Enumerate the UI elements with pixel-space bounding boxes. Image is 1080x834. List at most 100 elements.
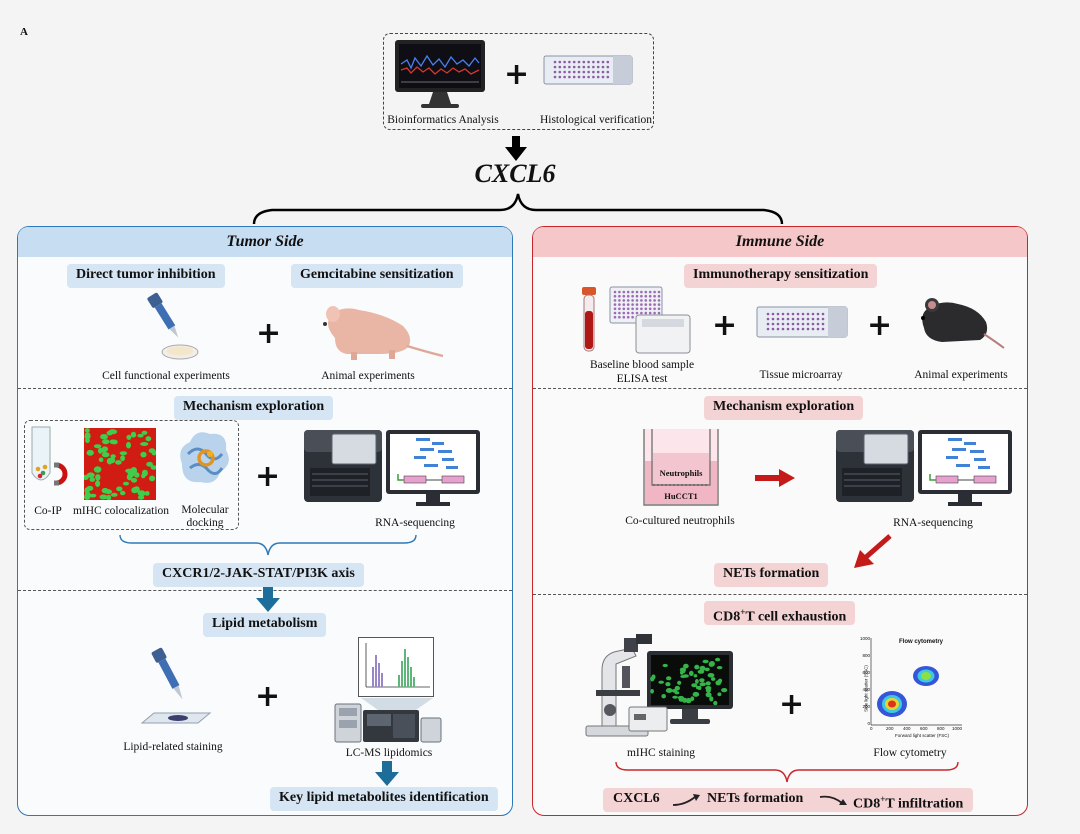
- cell-nucleus: [111, 439, 118, 445]
- array-dot: [582, 75, 586, 79]
- array-dot: [601, 75, 605, 79]
- array-dot: [806, 327, 810, 331]
- array-dot: [776, 317, 780, 321]
- array-dot: [635, 299, 639, 302]
- array-dot: [606, 65, 610, 69]
- array-dot: [801, 322, 805, 326]
- flow-xtick: 200: [886, 726, 894, 731]
- array-dot: [558, 60, 562, 64]
- array-dot: [801, 327, 805, 331]
- tumor-direct-pill: Direct tumor inhibition: [67, 264, 225, 288]
- cell-nucleus: [146, 461, 153, 467]
- flow-xtick: 600: [920, 726, 928, 731]
- array-dot: [806, 317, 810, 321]
- immune-brace: [615, 761, 959, 783]
- array-dot: [558, 70, 562, 74]
- cell-nucleus: [84, 432, 91, 439]
- key-lipid-pill: Key lipid metabolites identification: [270, 787, 498, 811]
- cell-nucleus: [650, 689, 654, 694]
- cell-nucleus: [665, 688, 673, 693]
- tumor-methods-box: [24, 420, 239, 530]
- cell-nucleus: [102, 439, 110, 445]
- array-dot: [626, 311, 630, 315]
- array-dot: [626, 290, 630, 294]
- cell-nucleus: [119, 451, 128, 456]
- lipid-staining-icon: [140, 647, 212, 724]
- array-dot: [568, 75, 571, 79]
- cell-nucleus: [140, 442, 149, 446]
- summary-cd8-rest: T infiltration: [885, 796, 964, 812]
- array-dot: [806, 312, 810, 316]
- cell-nucleus: [715, 680, 722, 686]
- cell-nucleus: [131, 487, 138, 494]
- array-dot: [582, 65, 586, 69]
- array-dot: [811, 312, 815, 316]
- array-dot: [771, 312, 775, 316]
- array-dot: [776, 322, 780, 326]
- array-dot: [572, 70, 576, 74]
- array-dot: [657, 294, 661, 298]
- array-dot: [618, 290, 621, 294]
- array-dot: [553, 65, 557, 69]
- array-dot: [640, 311, 643, 315]
- cell-nucleus: [98, 457, 104, 462]
- cell-nucleus: [130, 477, 138, 483]
- plus-sign: +: [867, 308, 893, 343]
- cell-nucleus: [137, 490, 146, 497]
- array-dot: [618, 311, 621, 315]
- immune-divider-2: [533, 594, 1027, 595]
- array-dot: [644, 307, 648, 311]
- array-dot: [618, 299, 621, 302]
- cell-nucleus: [85, 437, 90, 444]
- array-dot: [657, 303, 661, 306]
- array-dot: [644, 303, 648, 306]
- cell-nucleus: [149, 475, 156, 482]
- array-dot: [635, 311, 639, 315]
- cd8-sup: +: [740, 607, 746, 617]
- array-dot: [553, 70, 557, 74]
- array-dot: [601, 60, 605, 64]
- cell-nucleus: [691, 683, 698, 688]
- plus-sign: +: [255, 679, 281, 714]
- curved-arrow-icon: [819, 795, 847, 805]
- array-dot: [657, 299, 661, 302]
- nets-formation-pill: NETs formation: [714, 563, 829, 587]
- array-dot: [613, 303, 617, 306]
- cell-nucleus: [120, 490, 126, 496]
- array-dot: [563, 70, 566, 74]
- array-dot: [635, 290, 639, 294]
- array-dot: [821, 317, 825, 321]
- array-dot: [626, 294, 630, 298]
- molecular-docking-label: Molecular docking: [181, 504, 229, 529]
- summary-cd8-text: CD8: [853, 796, 881, 812]
- tumor-animal-label: Animal experiments: [321, 370, 415, 382]
- array-dot: [781, 327, 785, 331]
- cell-nucleus: [134, 472, 140, 478]
- flow-ytick: 200: [862, 704, 870, 709]
- immune-rnaseq-label: RNA-sequencing: [893, 517, 973, 529]
- array-dot: [582, 60, 586, 64]
- tumor-gemcitabine-pill: Gemcitabine sensitization: [291, 264, 463, 288]
- array-dot: [796, 327, 800, 331]
- array-dot: [766, 317, 770, 321]
- array-dot: [816, 327, 820, 331]
- curved-arrow-icon: [672, 794, 700, 806]
- array-dot: [791, 312, 795, 316]
- flow-xtick: 800: [937, 726, 945, 731]
- tumor-panel: Tumor Side: [17, 226, 513, 816]
- array-dot: [596, 75, 600, 79]
- array-dot: [644, 311, 648, 315]
- array-dot: [653, 290, 656, 294]
- summary-nets: NETs formation: [707, 791, 804, 806]
- array-dot: [613, 290, 617, 294]
- array-dot: [811, 327, 815, 331]
- cell-nucleus: [662, 663, 668, 668]
- array-dot: [626, 315, 630, 319]
- array-dot: [622, 299, 626, 302]
- mihc-monitor-icon: [647, 651, 733, 724]
- array-dot: [587, 65, 590, 69]
- array-dot: [582, 70, 586, 74]
- black-mouse-icon: [921, 298, 1005, 349]
- cell-nucleus: [151, 449, 156, 456]
- array-dot: [618, 294, 621, 298]
